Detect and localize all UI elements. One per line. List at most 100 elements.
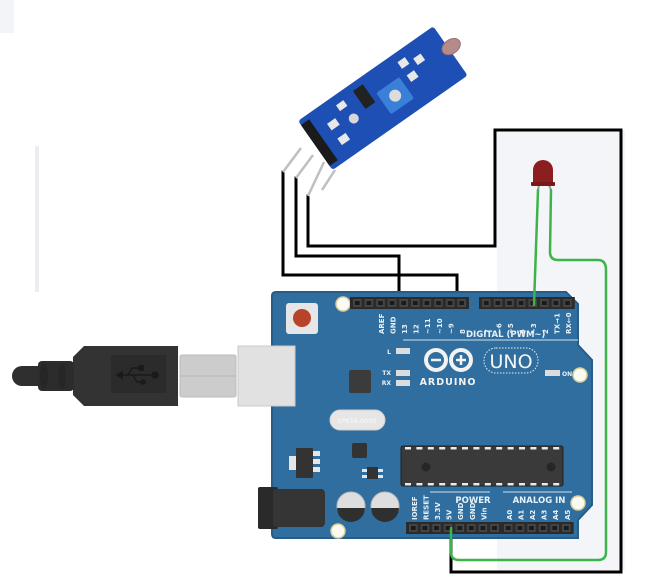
chip-pin bbox=[519, 447, 525, 450]
digital-header-left bbox=[350, 297, 469, 309]
chip-pin bbox=[507, 447, 514, 450]
mounting-hole bbox=[570, 495, 586, 511]
chip-pin bbox=[462, 483, 468, 486]
pin-label: ~11 bbox=[424, 318, 432, 334]
wire-sensor-to-gnd[interactable] bbox=[294, 176, 401, 307]
chip-notch bbox=[421, 462, 431, 472]
analog-label: ANALOG IN bbox=[513, 496, 566, 506]
chip-pin bbox=[427, 483, 434, 486]
arduino-logo-icon bbox=[424, 348, 473, 372]
black-wires bbox=[281, 128, 623, 574]
chip-pin bbox=[530, 483, 537, 486]
chip-pin bbox=[553, 447, 560, 450]
pin-label: 13 bbox=[401, 324, 409, 334]
chip-pin bbox=[416, 483, 423, 486]
pin-label: 3.3V bbox=[434, 502, 442, 520]
pin-label: 12 bbox=[413, 324, 421, 334]
pin-label: A4 bbox=[552, 510, 560, 520]
pin-label: GND bbox=[457, 502, 465, 520]
mounting-hole bbox=[330, 523, 346, 539]
chip-dot bbox=[546, 462, 556, 472]
pin-label: AREF bbox=[378, 313, 386, 334]
reset-button-cap[interactable] bbox=[293, 309, 311, 327]
pin-label: ~9 bbox=[447, 323, 455, 334]
power-label: POWER bbox=[455, 496, 491, 506]
wire-sensor-to-5v[interactable] bbox=[306, 128, 623, 574]
pin-label: Vin bbox=[480, 507, 488, 520]
pin-label: A2 bbox=[529, 510, 537, 520]
atmega-microcontroller bbox=[400, 445, 564, 487]
transistor bbox=[367, 467, 378, 479]
pin-label: 2 bbox=[542, 329, 550, 334]
sensor-header-pins bbox=[282, 147, 337, 197]
usb-interface-chip bbox=[349, 370, 371, 393]
pin-label: 8 bbox=[459, 329, 467, 334]
sensor-pin-header bbox=[300, 119, 338, 166]
model-label: UNO bbox=[489, 351, 532, 373]
background-panel bbox=[35, 146, 39, 292]
analog-header bbox=[501, 522, 574, 534]
regulator-tab bbox=[289, 456, 296, 470]
led-l bbox=[396, 348, 410, 354]
pin-label: 7 bbox=[484, 329, 492, 334]
crystal-label: SPK16.000S bbox=[337, 417, 376, 425]
capacitor bbox=[336, 491, 366, 522]
led-label-tx: TX bbox=[382, 370, 391, 377]
pin-label: ~3 bbox=[530, 323, 538, 334]
chip-pin bbox=[553, 483, 560, 486]
header-strip bbox=[479, 297, 575, 309]
pin-label: A3 bbox=[541, 510, 549, 520]
green-wires bbox=[449, 188, 608, 562]
pin-label: A1 bbox=[517, 510, 525, 520]
chip-pin bbox=[462, 447, 468, 450]
pin-label: 4 bbox=[519, 329, 527, 334]
led-label-on: ON bbox=[562, 371, 572, 378]
chip-pin bbox=[530, 447, 537, 450]
chip-pin bbox=[427, 447, 434, 450]
usb-cable bbox=[12, 346, 237, 406]
chip-pin bbox=[450, 483, 457, 486]
power-header bbox=[406, 522, 502, 534]
pin-label: IOREF bbox=[411, 496, 419, 520]
crystal-oscillator bbox=[329, 409, 386, 431]
chip-pin bbox=[405, 483, 411, 486]
pin-label: A0 bbox=[506, 510, 514, 520]
led-rim bbox=[531, 182, 555, 186]
chip-pin bbox=[507, 483, 514, 486]
dc-power-jack bbox=[273, 489, 325, 527]
pin-label: A5 bbox=[564, 510, 572, 520]
wire-led-to-5v[interactable] bbox=[449, 188, 608, 562]
led-label-rx: RX bbox=[382, 380, 392, 387]
chip-pin bbox=[541, 483, 548, 486]
chip-pin bbox=[496, 447, 503, 450]
brand-label: ARDUINO bbox=[420, 377, 477, 388]
pin-label: 5V bbox=[446, 509, 454, 520]
pin-label: ~6 bbox=[495, 323, 503, 334]
photoresistor bbox=[441, 38, 461, 56]
wire-led-to-pin3[interactable] bbox=[532, 188, 540, 307]
pin-label: ~10 bbox=[436, 318, 444, 334]
usb-icon bbox=[115, 365, 159, 385]
pin-label: GND bbox=[389, 316, 397, 334]
light-sensor-module bbox=[282, 27, 467, 197]
led-body bbox=[533, 160, 553, 184]
mounting-hole bbox=[335, 296, 351, 312]
wire-sensor-to-pin9[interactable] bbox=[281, 170, 459, 307]
pin-label: RX←0 bbox=[565, 312, 573, 334]
header-strip bbox=[406, 522, 502, 534]
pin-label: GND bbox=[469, 502, 477, 520]
potentiometer-screw[interactable] bbox=[387, 87, 404, 104]
chip-pin bbox=[496, 483, 503, 486]
mounting-hole bbox=[572, 367, 588, 383]
pin-label: ~5 bbox=[507, 323, 515, 334]
pin-label: RESET bbox=[422, 495, 430, 520]
digital-label: DIGITAL (PWM~) bbox=[466, 330, 546, 340]
led-rx bbox=[396, 380, 410, 386]
chip-pin bbox=[484, 447, 491, 450]
